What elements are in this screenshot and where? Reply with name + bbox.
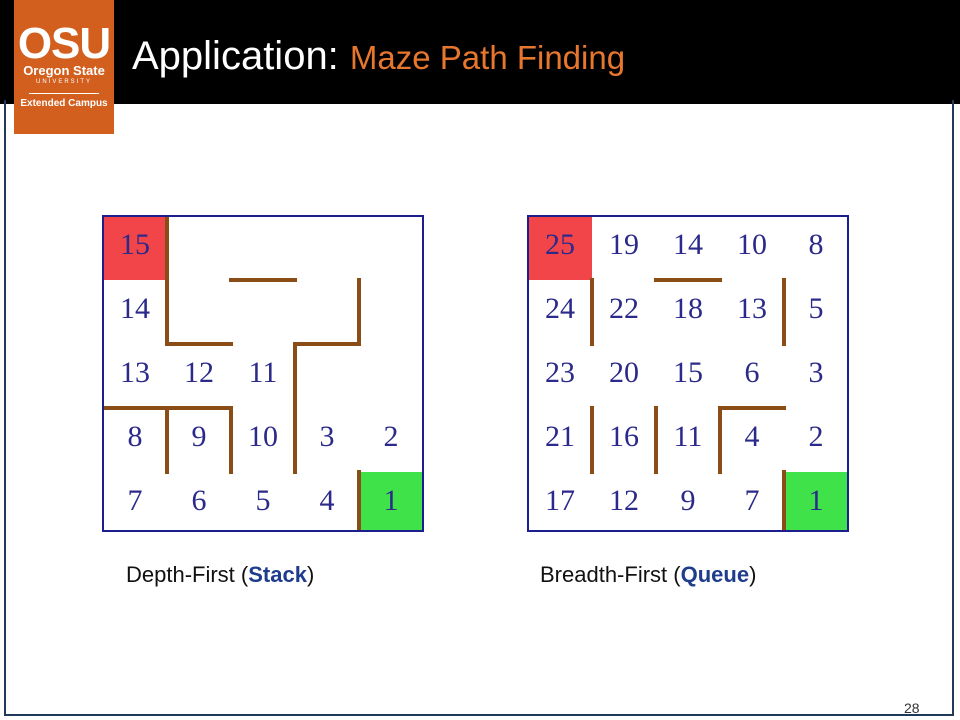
goal-cell: [784, 472, 848, 532]
page-number: 28: [904, 700, 920, 716]
maze-cell-number: 3: [319, 420, 335, 453]
maze-cell-number: 21: [545, 420, 575, 453]
maze-cell-number: 11: [673, 420, 703, 453]
logo-divider: [29, 93, 99, 94]
maze-walls: [102, 215, 424, 532]
maze-cell-number: 24: [545, 292, 575, 325]
maze-cell-number: 25: [545, 228, 575, 261]
maze-cell-number: 1: [808, 484, 824, 517]
caption-bfs-pre: Breadth-First (: [540, 562, 681, 587]
maze-cell-number: 12: [184, 356, 214, 389]
maze-cell-number: 22: [609, 292, 639, 325]
maze-cell-number: 15: [120, 228, 150, 261]
maze-cell-number: 5: [255, 484, 271, 517]
slide-title-main: Application:: [132, 34, 339, 78]
maze-cell-number: 15: [673, 356, 703, 389]
maze-cell-number: [295, 277, 359, 341]
maze-walls: [527, 215, 849, 532]
osu-logo: OSU Oregon State UNIVERSITY Extended Cam…: [14, 0, 114, 134]
maze-cell-number: 12: [609, 484, 639, 517]
logo-abbr: OSU: [17, 19, 111, 68]
maze-cell-number: 23: [545, 356, 575, 389]
maze-cell-number: 13: [737, 292, 767, 325]
logo-line3: Extended Campus: [20, 98, 108, 109]
slide-title: Application: Maze Path Finding: [132, 34, 625, 79]
caption-dfs-post: ): [306, 562, 315, 587]
maze-cell-number: 18: [673, 292, 703, 325]
maze-breadth-first: 25 19 14 10 8 24 22 18 13 5 23 20 15 6 3 21 16 11 4 2 17 12 9 7…: [527, 215, 849, 532]
maze-cell-number: 7: [127, 484, 143, 517]
maze-cell-number: 10: [737, 228, 767, 261]
maze-cell-number: [231, 277, 295, 341]
maze-cell-number: [167, 213, 231, 277]
maze-cell-number: 13: [120, 356, 150, 389]
maze-cell-number: 3: [808, 356, 824, 389]
caption-depth-first: Depth-First (Stack): [126, 562, 314, 588]
logo-line2: UNIVERSITY: [35, 79, 92, 85]
header-bar: [0, 0, 960, 104]
maze-cell-number: 6: [744, 356, 760, 389]
maze-cell-number: 6: [191, 484, 207, 517]
maze-cell-number: 4: [319, 484, 335, 517]
maze-cell-number: 7: [744, 484, 760, 517]
caption-bfs-bold: Queue: [680, 562, 750, 587]
maze-cell-number: [359, 213, 423, 277]
maze-cell-number: 19: [609, 228, 639, 261]
goal-cell: [359, 472, 423, 532]
maze-cell-number: [359, 341, 423, 405]
maze-cell-number: 16: [609, 420, 639, 453]
maze-cell-number: 2: [808, 420, 824, 453]
maze-cell-number: [359, 277, 423, 341]
start-cell: [528, 216, 592, 280]
maze-cell-number: 11: [248, 356, 278, 389]
maze-depth-first: 15 14 13 12 11 8 9 10 3 2 7 6 5 4 1: [102, 215, 424, 532]
start-cell: [103, 216, 167, 280]
maze-cell-number: 17: [545, 484, 575, 517]
maze-cell-number: 8: [127, 420, 143, 453]
caption-breadth-first: Breadth-First (Queue): [540, 562, 756, 588]
maze-border: [527, 215, 849, 532]
maze-cell-number: [295, 341, 359, 405]
maze-cell-number: 4: [744, 420, 760, 453]
maze-cell-number: 9: [680, 484, 696, 517]
caption-bfs-post: ): [749, 562, 757, 587]
caption-dfs-pre: Depth-First (: [126, 562, 249, 587]
maze-cell-number: [295, 213, 359, 277]
logo-line1: Oregon State: [23, 63, 105, 78]
maze-cell-number: 1: [383, 484, 399, 517]
maze-cell-number: 14: [120, 292, 150, 325]
slide-frame: [4, 100, 954, 716]
maze-cell-number: 9: [191, 420, 207, 453]
slide-title-sub: Maze Path Finding: [349, 39, 626, 76]
caption-dfs-bold: Stack: [248, 562, 307, 587]
maze-cell-number: 20: [609, 356, 639, 389]
maze-cell-number: 5: [808, 292, 824, 325]
maze-cell-number: 2: [383, 420, 399, 453]
maze-cell-number: 14: [673, 228, 703, 261]
maze-cell-number: 8: [808, 228, 824, 261]
maze-cell-number: 10: [248, 420, 278, 453]
maze-border: [102, 215, 424, 532]
maze-cell-number: [231, 213, 295, 277]
maze-cell-number: [167, 277, 231, 341]
